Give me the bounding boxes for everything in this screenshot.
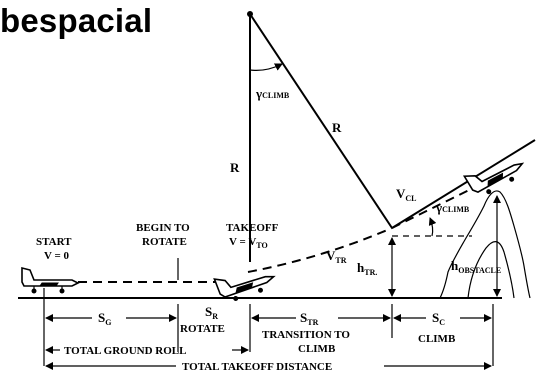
gamma-climb-label-top: γCLIMB (255, 86, 290, 101)
radius-label-vertical: R (230, 160, 240, 175)
start-label: START (36, 236, 72, 248)
begin-rotate-label-line2: ROTATE (142, 236, 187, 248)
transition-label-line1: TRANSITION TO (262, 329, 350, 341)
climb-label: CLIMB (418, 333, 456, 345)
radius-line-extension (391, 139, 536, 229)
s-g-label: SG (98, 310, 111, 327)
airplane-takeoff (213, 275, 276, 301)
climb-angle-arc-right (428, 217, 437, 237)
airplane-climb (462, 162, 525, 195)
takeoff-label: TAKEOFF (226, 222, 279, 234)
page-title: bespacial (0, 2, 153, 39)
radius-label-diagonal: R (332, 120, 342, 135)
transition-arc-path (247, 227, 393, 273)
climb-path (391, 164, 521, 229)
total-ground-roll-label: TOTAL GROUND ROLL (64, 345, 186, 357)
radius-line-diagonal (249, 13, 393, 229)
start-velocity-label: V = 0 (44, 250, 70, 262)
airplane-start (21, 266, 80, 294)
h-tr-label: hTR. (357, 260, 377, 277)
v-cl-label: VCL (396, 186, 417, 203)
total-takeoff-distance-label: TOTAL TAKEOFF DISTANCE (182, 361, 332, 373)
transition-label-line2: CLIMB (298, 343, 336, 355)
s-c-label: SC (432, 310, 445, 327)
gamma-climb-label-right: γCLIMB (435, 200, 470, 215)
s-tr-label: STR (300, 310, 319, 327)
begin-rotate-label-line1: BEGIN TO (136, 222, 190, 234)
takeoff-velocity-label: V = VTO (229, 236, 268, 250)
obstacle-outline (439, 190, 531, 299)
climb-angle-arc-top (249, 63, 283, 71)
s-r-label: SR (205, 304, 218, 321)
v-tr-label: VTR (326, 248, 347, 265)
h-obstacle-label: hOBSTACLE (451, 258, 501, 275)
rotate-label: ROTATE (180, 323, 225, 335)
